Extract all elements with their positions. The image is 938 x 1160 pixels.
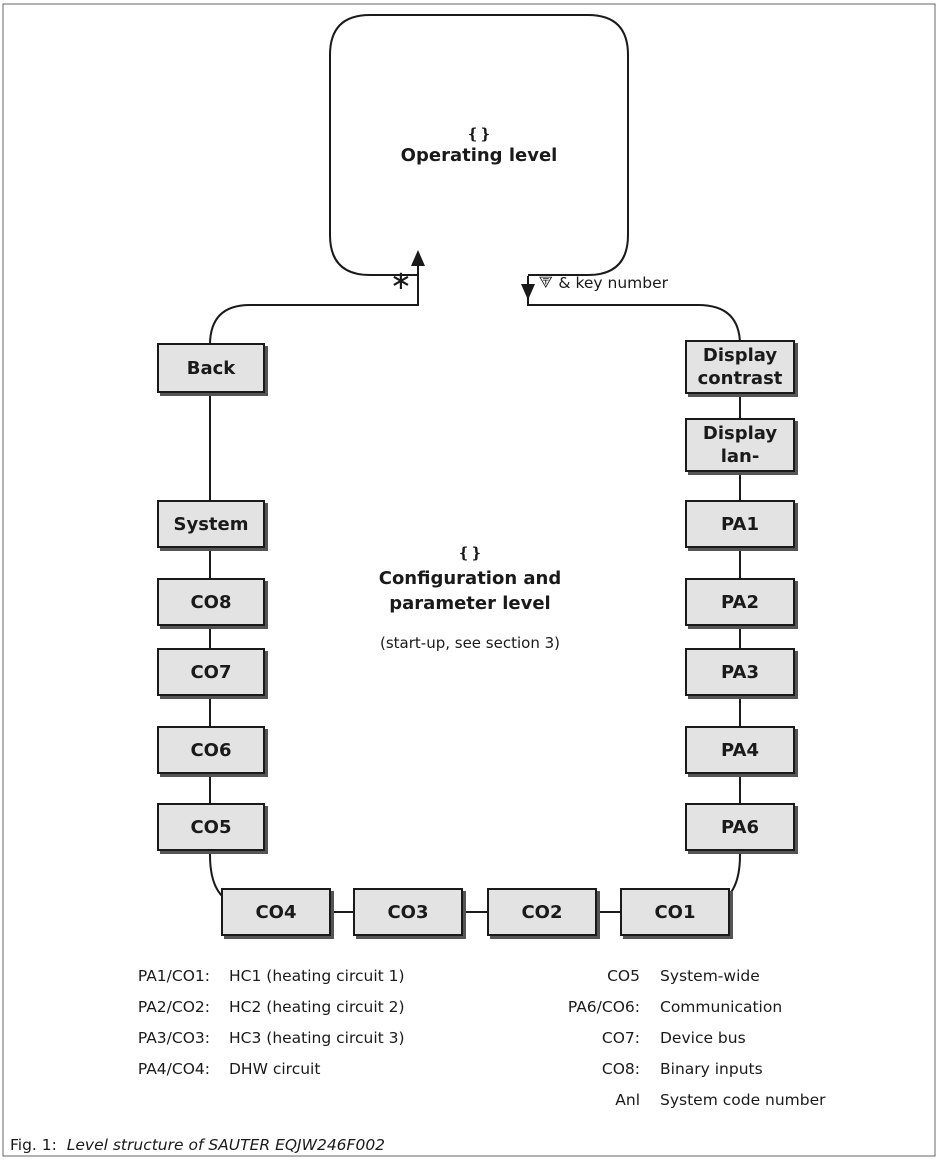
legend-key: CO7: xyxy=(601,1029,640,1047)
level-box-co4[interactable]: CO4 xyxy=(221,888,331,936)
level-box-display-language[interactable]: Display lan- xyxy=(685,418,795,472)
level-box-co1[interactable]: CO1 xyxy=(620,888,730,936)
level-box-pa4[interactable]: PA4 xyxy=(685,726,795,774)
level-box-system[interactable]: System xyxy=(157,500,265,548)
legend-left-values: HC1 (heating circuit 1) HC2 (heating cir… xyxy=(229,961,469,1085)
config-level-glyph: ❴❵ xyxy=(457,544,483,562)
legend-key: PA4/CO4: xyxy=(137,1060,210,1078)
legend-value: HC2 (heating circuit 2) xyxy=(229,998,405,1016)
legend-value: System-wide xyxy=(660,967,760,985)
level-box-pa3[interactable]: PA3 xyxy=(685,648,795,696)
level-box-co7[interactable]: CO7 xyxy=(157,648,265,696)
legend-key: PA3/CO3: xyxy=(137,1029,210,1047)
operating-level-glyph: ❴❵ xyxy=(466,125,492,143)
config-level-note: (start-up, see section 3) xyxy=(380,634,560,652)
legend-key: CO5 xyxy=(607,967,640,985)
config-level-label: ❴❵ Configuration and parameter level (st… xyxy=(320,544,620,652)
legend-key: Anl xyxy=(615,1091,640,1109)
legend-left-keys: PA1/CO1: PA2/CO2: PA3/CO3: PA4/CO4: xyxy=(90,961,210,1085)
legend-value: Device bus xyxy=(660,1029,746,1047)
level-box-display-contrast[interactable]: Display contrast xyxy=(685,340,795,394)
back-symbol: ∗ xyxy=(390,266,412,296)
legend-key: PA6/CO6: xyxy=(567,998,640,1016)
legend-value: HC1 (heating circuit 1) xyxy=(229,967,405,985)
level-box-co6[interactable]: CO6 xyxy=(157,726,265,774)
enter-arrow-head xyxy=(521,284,535,300)
level-box-co3[interactable]: CO3 xyxy=(353,888,463,936)
legend-value: HC3 (heating circuit 3) xyxy=(229,1029,405,1047)
return-arrow-head xyxy=(411,250,425,266)
legend-right-keys: CO5 PA6/CO6: CO7: CO8: Anl xyxy=(540,961,640,1116)
legend-key: PA2/CO2: xyxy=(137,998,210,1016)
config-level-title-line1: Configuration and xyxy=(378,568,562,589)
level-box-co5[interactable]: CO5 xyxy=(157,803,265,851)
operating-level-outline xyxy=(329,14,629,276)
legend-key: PA1/CO1: xyxy=(137,967,210,985)
level-box-pa6[interactable]: PA6 xyxy=(685,803,795,851)
level-box-co8[interactable]: CO8 xyxy=(157,578,265,626)
return-path xyxy=(209,256,419,346)
enter-path xyxy=(527,276,741,346)
legend-value: DHW circuit xyxy=(229,1060,321,1078)
legend-value: Communication xyxy=(660,998,783,1016)
legend-value: System code number xyxy=(660,1091,826,1109)
legend-right-values: System-wide Communication Device bus Bin… xyxy=(660,961,900,1116)
figure-caption-prefix: Fig. 1: xyxy=(10,1136,57,1154)
operating-level-title: Operating level xyxy=(400,145,558,166)
enter-label: ⮗ & key number xyxy=(538,274,668,292)
level-box-back[interactable]: Back xyxy=(157,343,265,393)
operating-level-label: ❴❵ Operating level xyxy=(330,125,628,168)
figure-caption-text: Level structure of SAUTER EQJW246F002 xyxy=(66,1136,386,1154)
legend-value: Binary inputs xyxy=(660,1060,763,1078)
level-box-pa2[interactable]: PA2 xyxy=(685,578,795,626)
figure-caption: Fig. 1: Level structure of SAUTER EQJW24… xyxy=(10,1136,385,1154)
legend-key: CO8: xyxy=(601,1060,640,1078)
figure-border xyxy=(2,3,936,1157)
config-level-title-line2: parameter level xyxy=(389,593,551,614)
level-box-co2[interactable]: CO2 xyxy=(487,888,597,936)
level-box-pa1[interactable]: PA1 xyxy=(685,500,795,548)
